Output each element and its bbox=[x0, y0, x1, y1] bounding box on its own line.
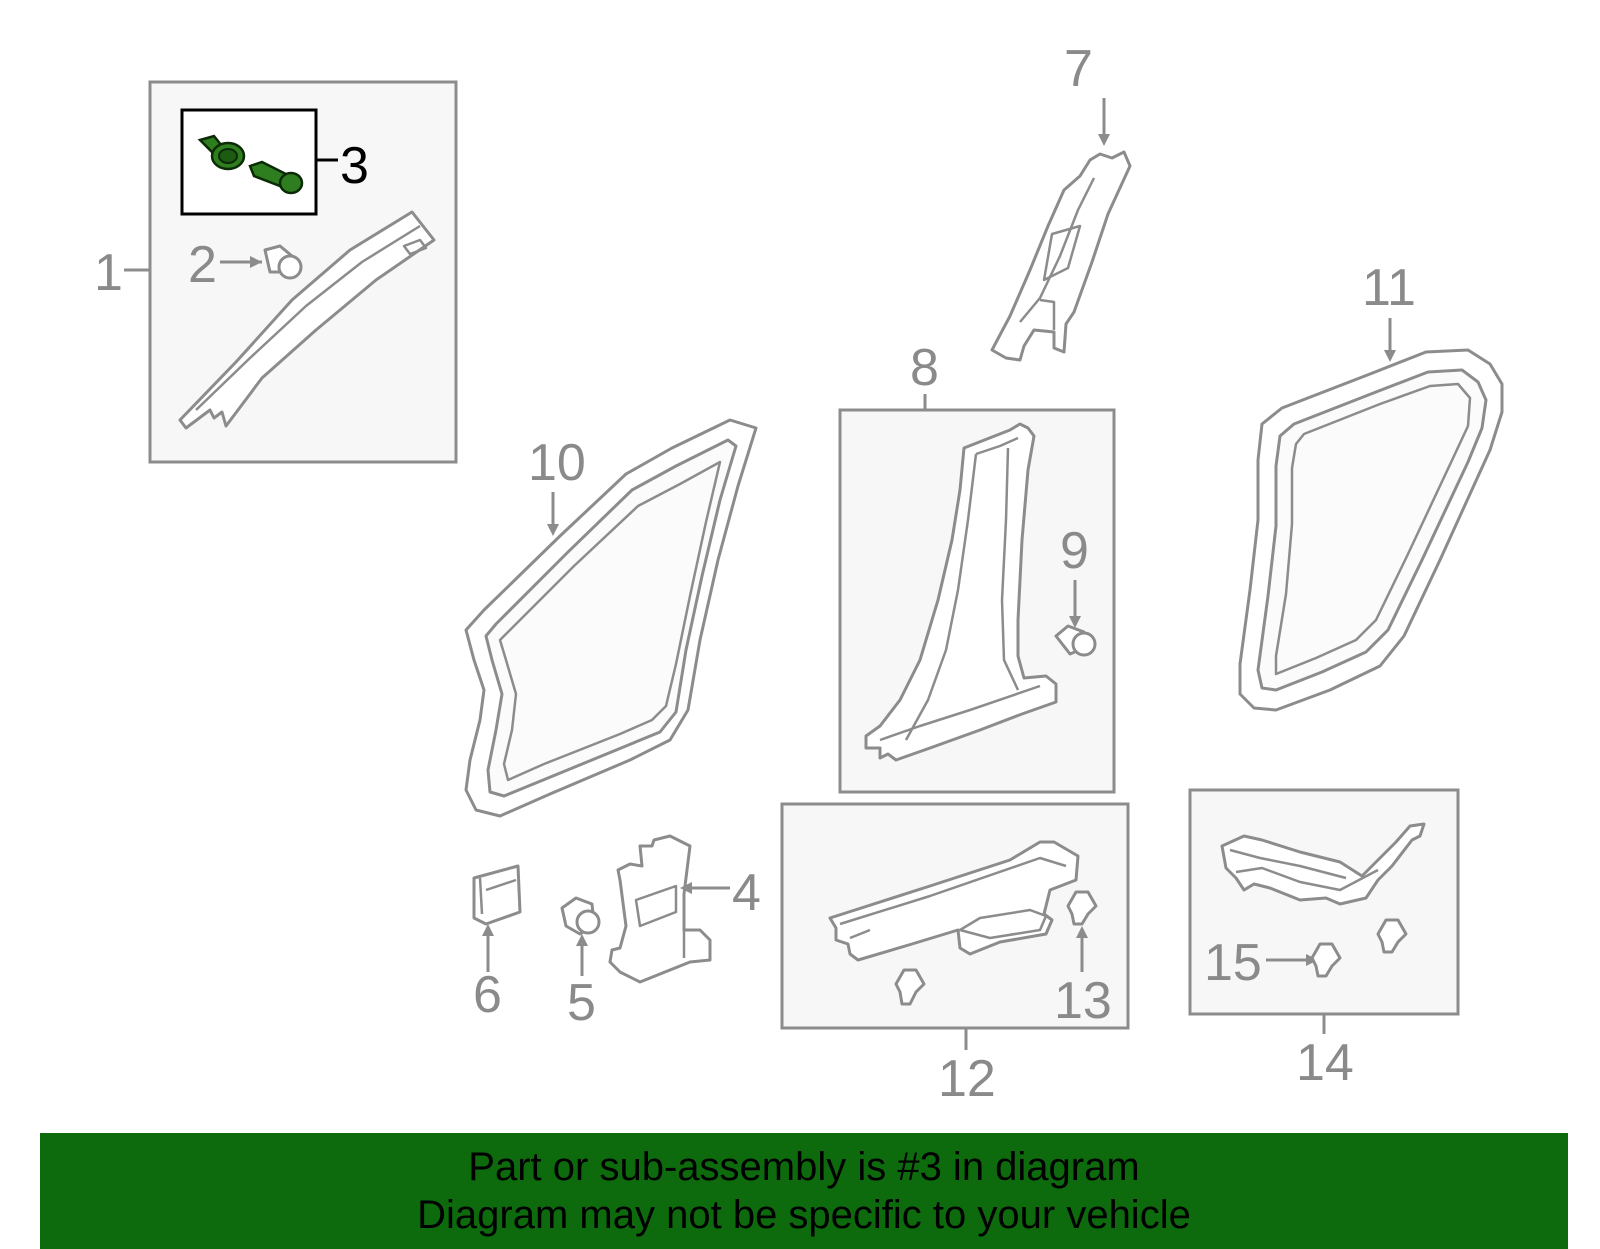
callout-12: 12 bbox=[938, 1050, 996, 1108]
info-banner: Part or sub-assembly is #3 in diagram Di… bbox=[40, 1133, 1568, 1249]
clip-part-12[interactable] bbox=[894, 968, 926, 1006]
arrow-6 bbox=[482, 924, 494, 936]
arrow-4 bbox=[680, 882, 692, 894]
callout-7: 7 bbox=[1064, 40, 1093, 98]
clip-part-2[interactable] bbox=[263, 244, 303, 280]
callout-13: 13 bbox=[1054, 972, 1112, 1030]
callout-15: 15 bbox=[1204, 934, 1262, 992]
arrow-7 bbox=[1098, 134, 1110, 146]
clip-part-9[interactable] bbox=[1054, 624, 1097, 657]
arrow-5 bbox=[576, 934, 588, 946]
clip-part-5[interactable] bbox=[560, 896, 601, 936]
scuff-plate-part-12[interactable] bbox=[828, 840, 1080, 962]
arrow-13 bbox=[1076, 926, 1088, 938]
callout-11: 11 bbox=[1362, 259, 1416, 317]
b-pillar-lower-trim-part-8[interactable] bbox=[864, 422, 1058, 762]
callout-2: 2 bbox=[188, 236, 217, 294]
scuff-plate-rear-part-14[interactable] bbox=[1220, 822, 1426, 906]
highlight-box-3 bbox=[180, 108, 318, 216]
callout-14: 14 bbox=[1296, 1034, 1354, 1092]
clip-part-14[interactable] bbox=[1376, 918, 1408, 954]
callout-3: 3 bbox=[340, 137, 369, 195]
arrow-9 bbox=[1069, 616, 1081, 628]
clip-part-13[interactable] bbox=[1066, 890, 1098, 926]
bracket-part-6[interactable] bbox=[472, 864, 522, 926]
arrow-11 bbox=[1384, 350, 1396, 362]
banner-line-1: Part or sub-assembly is #3 in diagram bbox=[468, 1145, 1140, 1189]
callout-9: 9 bbox=[1060, 522, 1089, 580]
b-pillar-upper-trim-part-7[interactable] bbox=[990, 150, 1132, 362]
a-pillar-trim-part-1[interactable] bbox=[178, 210, 436, 430]
clip-part-3a[interactable] bbox=[197, 134, 246, 171]
callout-4: 4 bbox=[732, 864, 761, 922]
arrow-2 bbox=[250, 256, 262, 268]
callout-10: 10 bbox=[528, 434, 586, 492]
callout-5: 5 bbox=[567, 974, 596, 1032]
callout-6: 6 bbox=[473, 966, 502, 1024]
clip-part-15[interactable] bbox=[1310, 942, 1342, 978]
door-weatherstrip-front-part-10[interactable] bbox=[464, 418, 758, 818]
arrow-10 bbox=[547, 524, 559, 536]
callout-8: 8 bbox=[910, 339, 939, 397]
banner-line-2: Diagram may not be specific to your vehi… bbox=[417, 1193, 1191, 1237]
parts-diagram: 1 3 2 7 8 bbox=[94, 40, 1504, 1108]
pin-part-3b[interactable] bbox=[248, 160, 304, 195]
kick-panel-part-4[interactable] bbox=[608, 834, 712, 984]
door-weatherstrip-rear-part-11[interactable] bbox=[1238, 348, 1504, 712]
callout-1: 1 bbox=[94, 244, 123, 302]
